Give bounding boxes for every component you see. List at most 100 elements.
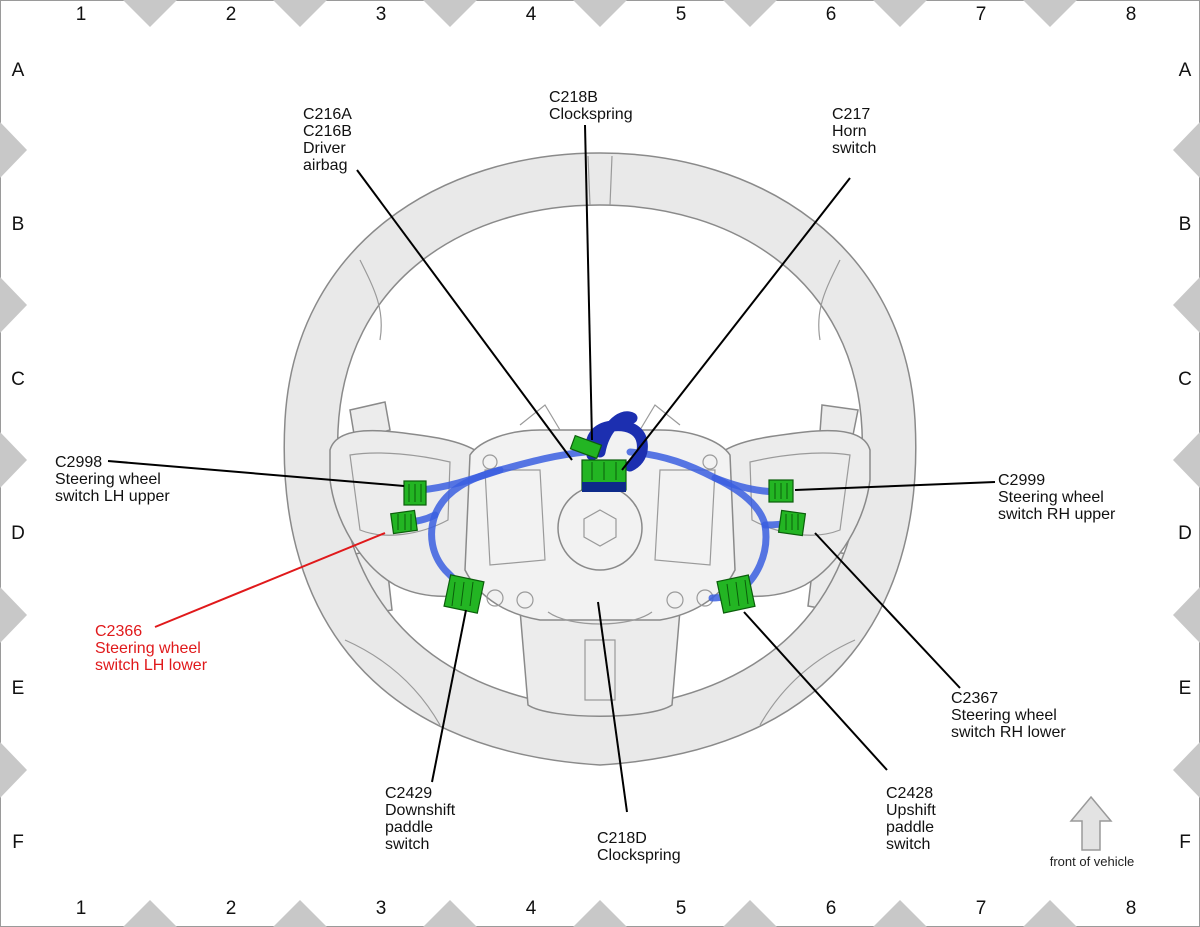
col-label: 4	[526, 898, 537, 919]
col-label: 6	[826, 898, 837, 919]
callout-line: Clockspring	[597, 847, 681, 864]
callout-line: C216A	[303, 106, 352, 123]
col-label: 4	[526, 4, 537, 25]
callout-line: Clockspring	[549, 106, 633, 123]
col-label: 3	[376, 4, 387, 25]
row-label: C	[11, 369, 25, 390]
callout-c2366: C2366 Steering wheel switch LH lower	[95, 623, 208, 674]
col-label: 1	[76, 4, 87, 25]
callout-line: switch	[385, 836, 429, 853]
connector-c2429	[443, 574, 485, 614]
callout-line: Upshift	[886, 802, 936, 819]
callout-line: airbag	[303, 157, 347, 174]
row-label: E	[1179, 678, 1192, 699]
callout-line: Steering wheel	[55, 471, 161, 488]
callout-c2429: C2429 Downshift paddle switch	[385, 785, 460, 853]
callout-line: Driver	[303, 140, 346, 157]
bolt	[486, 589, 504, 607]
grid-column-labels-top: 1 2 3 4 5 6 7 8	[76, 4, 1137, 25]
row-label: B	[12, 214, 25, 235]
col-label: 3	[376, 898, 387, 919]
col-label: 5	[676, 4, 687, 25]
callout-line: paddle	[886, 819, 934, 836]
grid-row-labels-right: A B C D E F	[1178, 60, 1192, 853]
callout-line: C217	[832, 106, 870, 123]
connector-c2428	[716, 574, 756, 614]
connector-c216	[581, 459, 627, 492]
row-label: F	[1179, 832, 1191, 853]
connector-c2367	[777, 509, 807, 537]
grid-column-labels-bottom: 1 2 3 4 5 6 7 8	[76, 898, 1137, 919]
harness-left-branch	[416, 466, 504, 494]
callout-line: switch	[886, 836, 930, 853]
callout-line: switch LH upper	[55, 488, 170, 505]
grid-row-labels-left: A B C D E F	[11, 60, 25, 853]
rim-seam-left	[359, 259, 382, 341]
hub-hex-nut	[583, 509, 617, 547]
row-label: A	[12, 60, 25, 81]
hub-right-pocket	[654, 469, 716, 566]
leader-c2429	[431, 609, 467, 783]
callout-line: C2428	[886, 785, 933, 802]
callout-line: C2366	[95, 623, 142, 640]
col-label: 8	[1126, 898, 1137, 919]
leader-c2366	[154, 532, 386, 628]
front-of-vehicle-indicator: front of vehicle	[1050, 795, 1135, 869]
callout-line: Downshift	[385, 802, 456, 819]
rim-seam-right	[818, 259, 841, 341]
connector-c2998	[403, 480, 427, 506]
callout-c217: C217 Horn switch	[832, 106, 876, 157]
col-label: 1	[76, 898, 87, 919]
col-label: 7	[976, 4, 987, 25]
leader-c218b	[584, 124, 593, 441]
leader-c218d	[597, 601, 628, 813]
callout-line: switch	[832, 140, 876, 157]
col-label: 6	[826, 4, 837, 25]
hub-bracket-right	[639, 404, 681, 431]
bolt	[482, 454, 498, 470]
up-arrow-icon	[1069, 795, 1113, 851]
callout-c218b: C218B Clockspring	[549, 89, 633, 123]
connector-c2999	[768, 479, 794, 503]
col-label: 2	[226, 4, 237, 25]
leader-lines	[107, 124, 996, 813]
leader-c2998	[107, 460, 405, 487]
callout-line: switch LH lower	[95, 657, 208, 674]
leader-c216	[356, 169, 573, 461]
bolt	[666, 591, 684, 609]
leader-c217	[621, 177, 851, 471]
callout-line: C2999	[998, 472, 1045, 489]
row-label: C	[1178, 369, 1192, 390]
bolt	[702, 454, 718, 470]
front-of-vehicle-label: front of vehicle	[1050, 854, 1135, 869]
callout-line: Steering wheel	[998, 489, 1104, 506]
leader-c2428	[743, 611, 888, 771]
callout-line: C2367	[951, 690, 998, 707]
col-label: 5	[676, 898, 687, 919]
hub-bracket-left	[519, 404, 561, 431]
callout-c2998: C2998 Steering wheel switch LH upper	[55, 454, 170, 505]
bolt	[516, 591, 534, 609]
callout-c2367: C2367 Steering wheel switch RH lower	[951, 690, 1066, 741]
col-label: 2	[226, 898, 237, 919]
callout-line: C2429	[385, 785, 432, 802]
callout-line: C218B	[549, 89, 598, 106]
hub-center	[557, 485, 643, 571]
callout-c218d: C218D Clockspring	[597, 830, 681, 864]
steering-wheel-illustration	[283, 152, 917, 766]
callout-line: paddle	[385, 819, 433, 836]
callout-c216: C216A C216B Driver airbag	[303, 106, 356, 174]
callout-line: Horn	[832, 123, 867, 140]
connector-c218b	[569, 434, 603, 460]
callout-line: Steering wheel	[951, 707, 1057, 724]
col-label: 8	[1126, 4, 1137, 25]
callout-c2428: C2428 Upshift paddle switch	[886, 785, 940, 853]
row-label: A	[1179, 60, 1192, 81]
row-label: F	[12, 832, 24, 853]
hub-lower-arc	[547, 611, 653, 625]
callout-c2999: C2999 Steering wheel switch RH upper	[998, 472, 1116, 523]
callout-line: C216B	[303, 123, 352, 140]
leader-c2367	[814, 532, 961, 689]
